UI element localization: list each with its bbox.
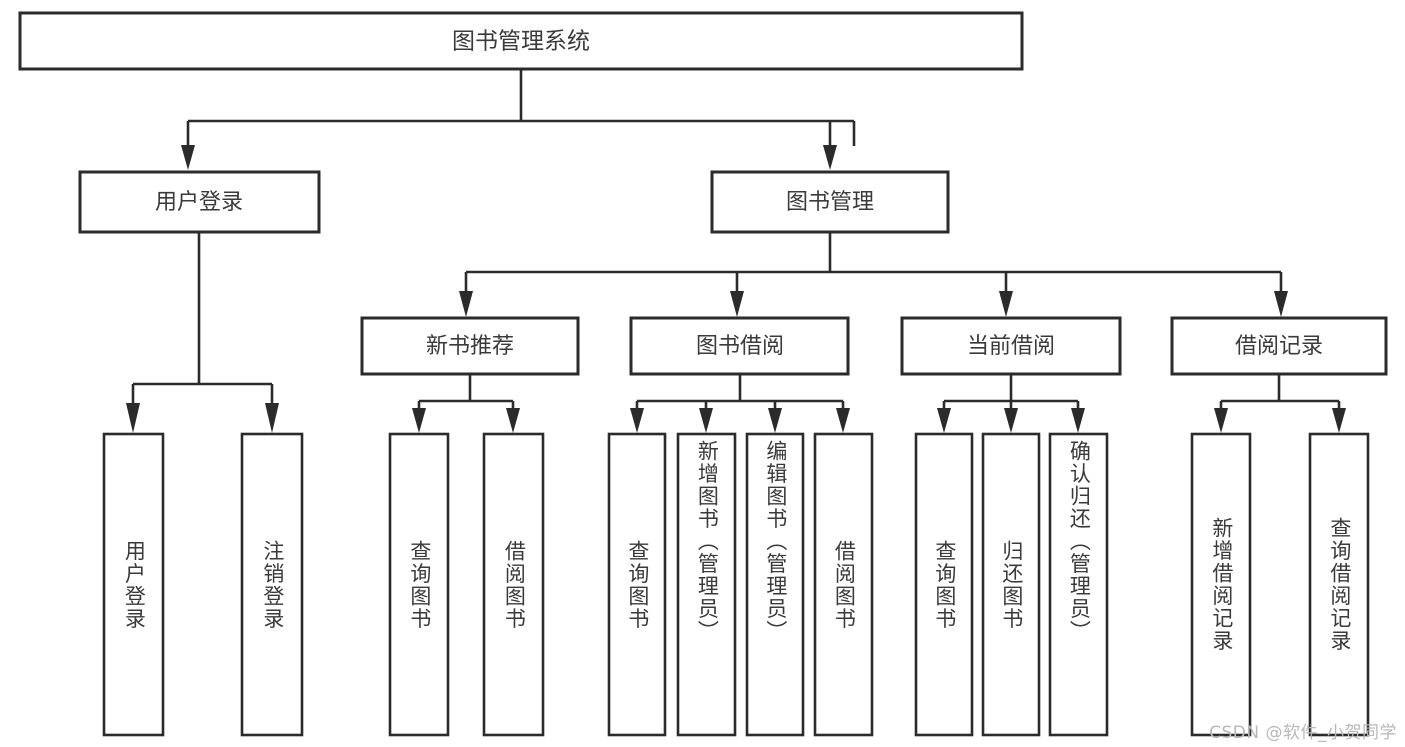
node-new-book-recommend-label: 新书推荐 <box>426 334 514 359</box>
leaf-box-borrow-records-1[interactable] <box>1308 432 1370 737</box>
leaf-box-book-borrow-1[interactable] <box>676 432 737 737</box>
node-current-borrow-label: 当前借阅 <box>967 334 1055 359</box>
connector-borrowrecords-to-leaves <box>1214 374 1346 433</box>
node-root-system[interactable]: 图书管理系统 <box>18 11 1024 71</box>
node-root-label: 图书管理系统 <box>452 29 590 55</box>
node-user-login[interactable]: 用户登录 <box>78 170 321 234</box>
connector-newbook-to-leaves <box>412 374 520 433</box>
leaf-box-user-login-1[interactable] <box>240 432 304 737</box>
leaf-box-new-book-1[interactable] <box>482 432 545 737</box>
leaf-box-borrow-records-0[interactable] <box>1190 432 1252 737</box>
connector-bookmgmt-to-level3 <box>459 232 1288 317</box>
leaf-box-book-borrow-0[interactable] <box>607 432 667 737</box>
node-borrow-records-label: 借阅记录 <box>1235 334 1323 359</box>
leaf-box-current-borrow-1[interactable] <box>981 432 1041 737</box>
node-user-login-label: 用户登录 <box>155 190 243 215</box>
leaf-box-user-login-0[interactable] <box>102 432 165 737</box>
node-current-borrow[interactable]: 当前借阅 <box>900 316 1122 376</box>
connector-bookborrow-to-leaves <box>630 374 850 433</box>
leaf-box-current-borrow-0[interactable] <box>914 432 974 737</box>
node-book-management-label: 图书管理 <box>786 190 874 215</box>
connector-currentborrow-to-leaves <box>937 374 1085 433</box>
connector-root-to-level2 <box>181 69 856 170</box>
leaf-box-new-book-0[interactable] <box>388 432 450 737</box>
node-book-borrow[interactable]: 图书借阅 <box>629 316 850 376</box>
watermark-text: CSDN @软件_小贺同学 <box>1209 723 1397 743</box>
node-book-management[interactable]: 图书管理 <box>710 170 950 234</box>
leaf-box-book-borrow-3[interactable] <box>813 432 874 737</box>
node-borrow-records[interactable]: 借阅记录 <box>1170 316 1388 376</box>
leaf-box-current-borrow-2[interactable] <box>1048 432 1109 737</box>
node-book-borrow-label: 图书借阅 <box>696 334 784 359</box>
connector-userlogin-to-leaves <box>126 232 279 433</box>
node-new-book-recommend[interactable]: 新书推荐 <box>360 316 580 376</box>
leaf-box-book-borrow-2[interactable] <box>745 432 805 737</box>
